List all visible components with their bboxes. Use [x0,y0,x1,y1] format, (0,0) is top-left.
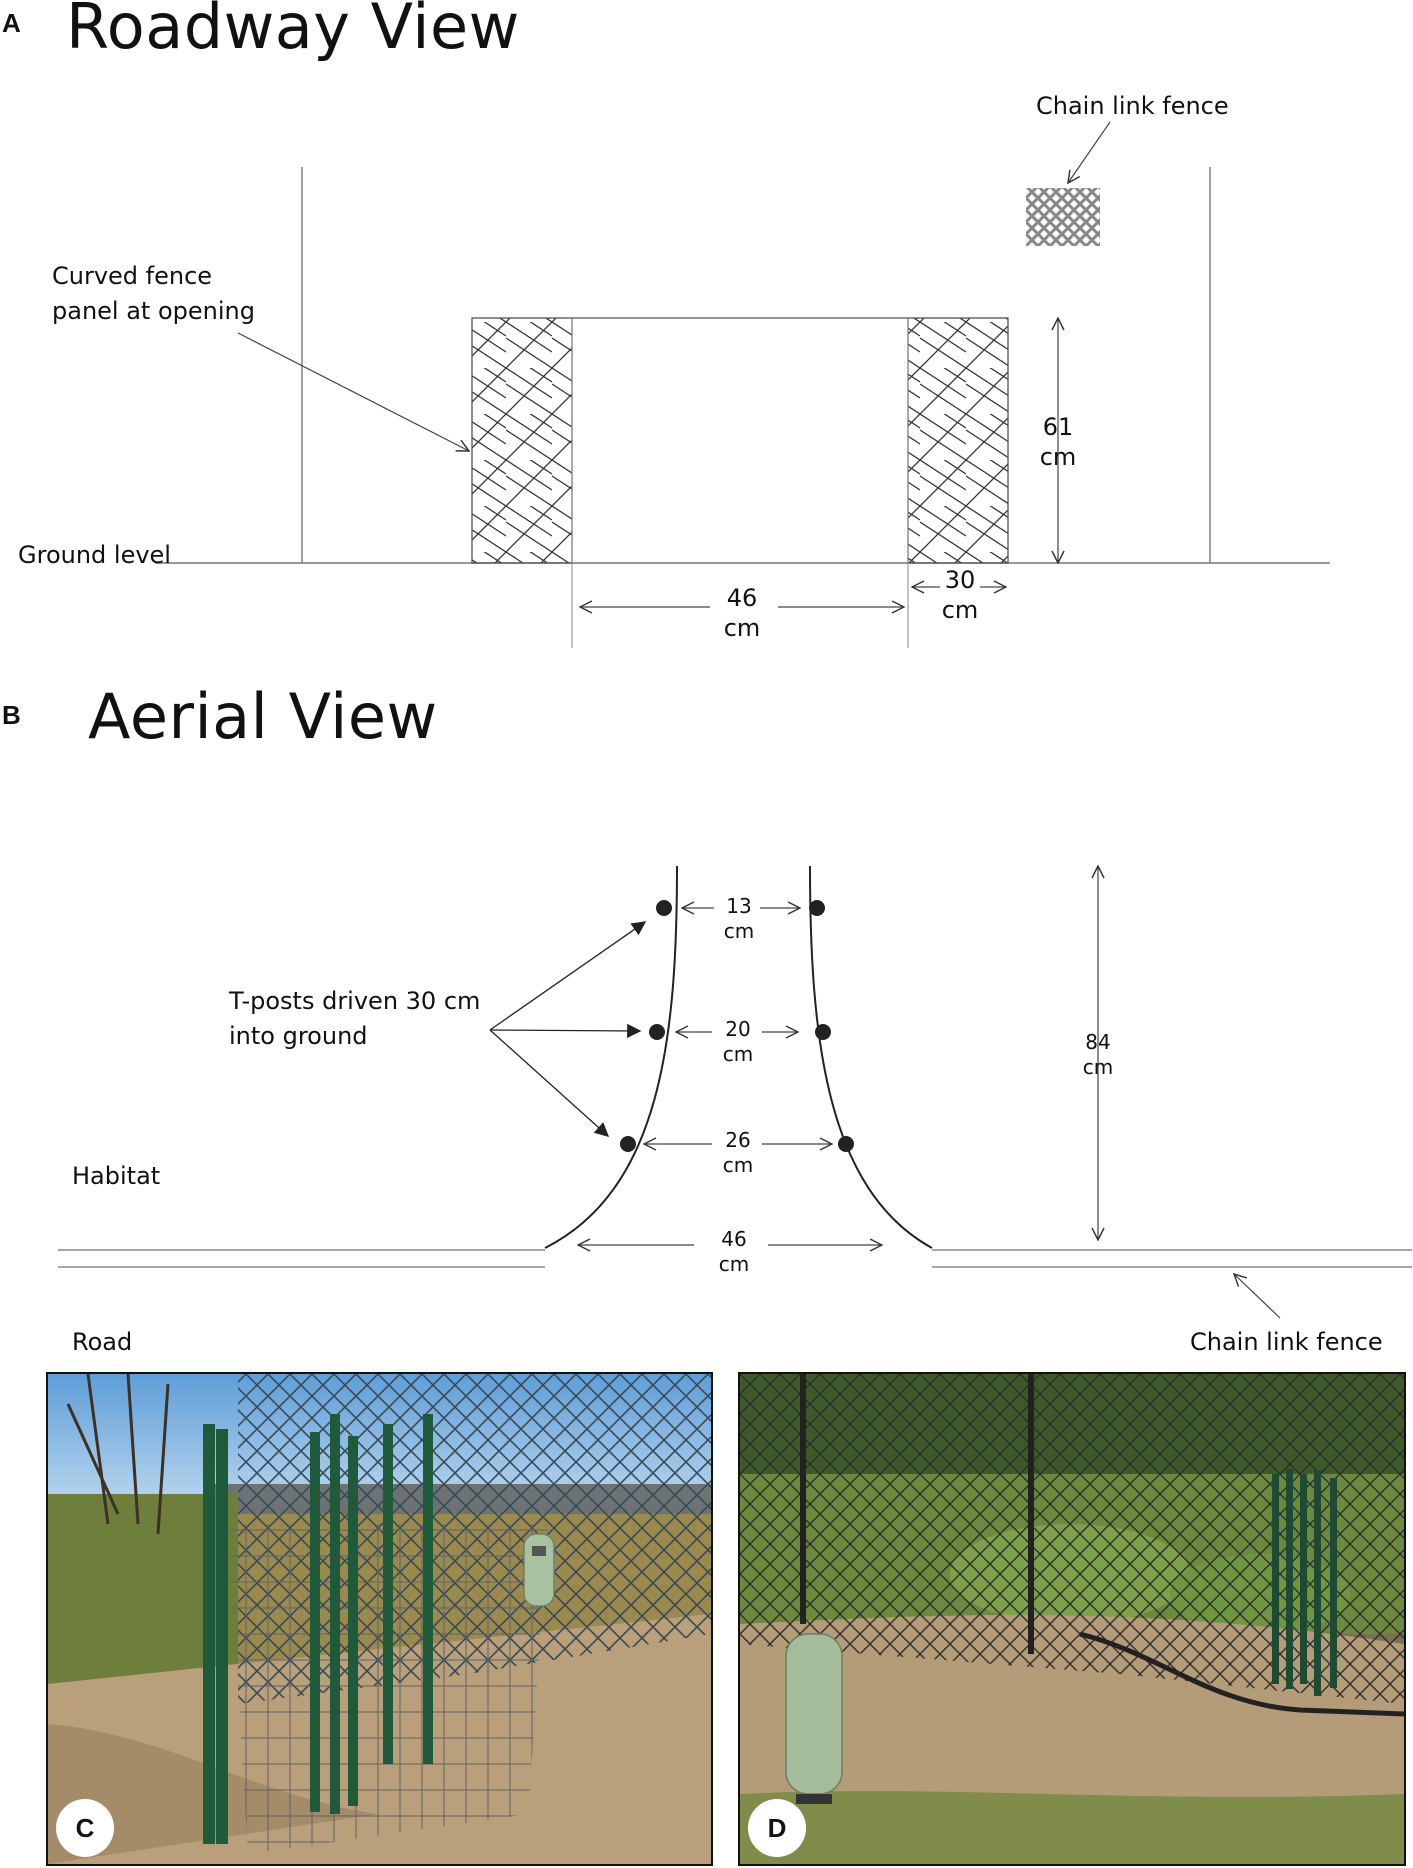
photo-d-illustration [740,1374,1404,1864]
habitat-label: Habitat [72,1162,161,1190]
panel-b-title: Aerial View [88,680,438,753]
curved-panel-pointer [237,332,469,451]
right-fence-panel [907,317,1009,564]
ground-level-label: Ground level [18,541,171,569]
t-post [649,1024,665,1040]
t-post [838,1136,854,1152]
t-post [620,1136,636,1152]
aerial-view-drawing [58,865,1412,1319]
chain-link-pointer [1068,121,1111,183]
right-curved-panel [809,865,933,1249]
chain-link-label-b: Chain link fence [1190,1328,1383,1356]
panel-a-title: Roadway View [66,0,520,63]
curved-panel-label-line2: panel at opening [52,297,255,325]
photo-c: C [46,1372,713,1866]
chain-link-label: Chain link fence [1036,92,1229,120]
panel-d-badge: D [748,1799,806,1857]
t-posts-label-line1: T-posts driven 30 cm [229,987,481,1015]
panel-b-letter: B [2,700,21,730]
chain-link-swatch [1026,188,1100,246]
photo-d: D [738,1372,1406,1866]
t-posts-label-line2: into ground [229,1022,368,1050]
panel-a-letter: A [2,8,21,38]
curved-panel-label-line1: Curved fence [52,262,213,290]
left-fence-panel [471,317,573,564]
chain-link-pointer-b [1234,1274,1281,1319]
t-post-pointer [489,1029,610,1137]
photo-c-illustration [48,1374,711,1864]
t-post [809,900,825,916]
roadway-view-drawing [155,121,1330,648]
road-label: Road [72,1328,133,1356]
t-post-pointer [489,921,647,1031]
left-curved-panel [544,865,678,1249]
t-post-pointer [489,1023,642,1039]
t-post [815,1024,831,1040]
panel-c-badge: C [56,1799,114,1857]
t-post [656,900,672,916]
